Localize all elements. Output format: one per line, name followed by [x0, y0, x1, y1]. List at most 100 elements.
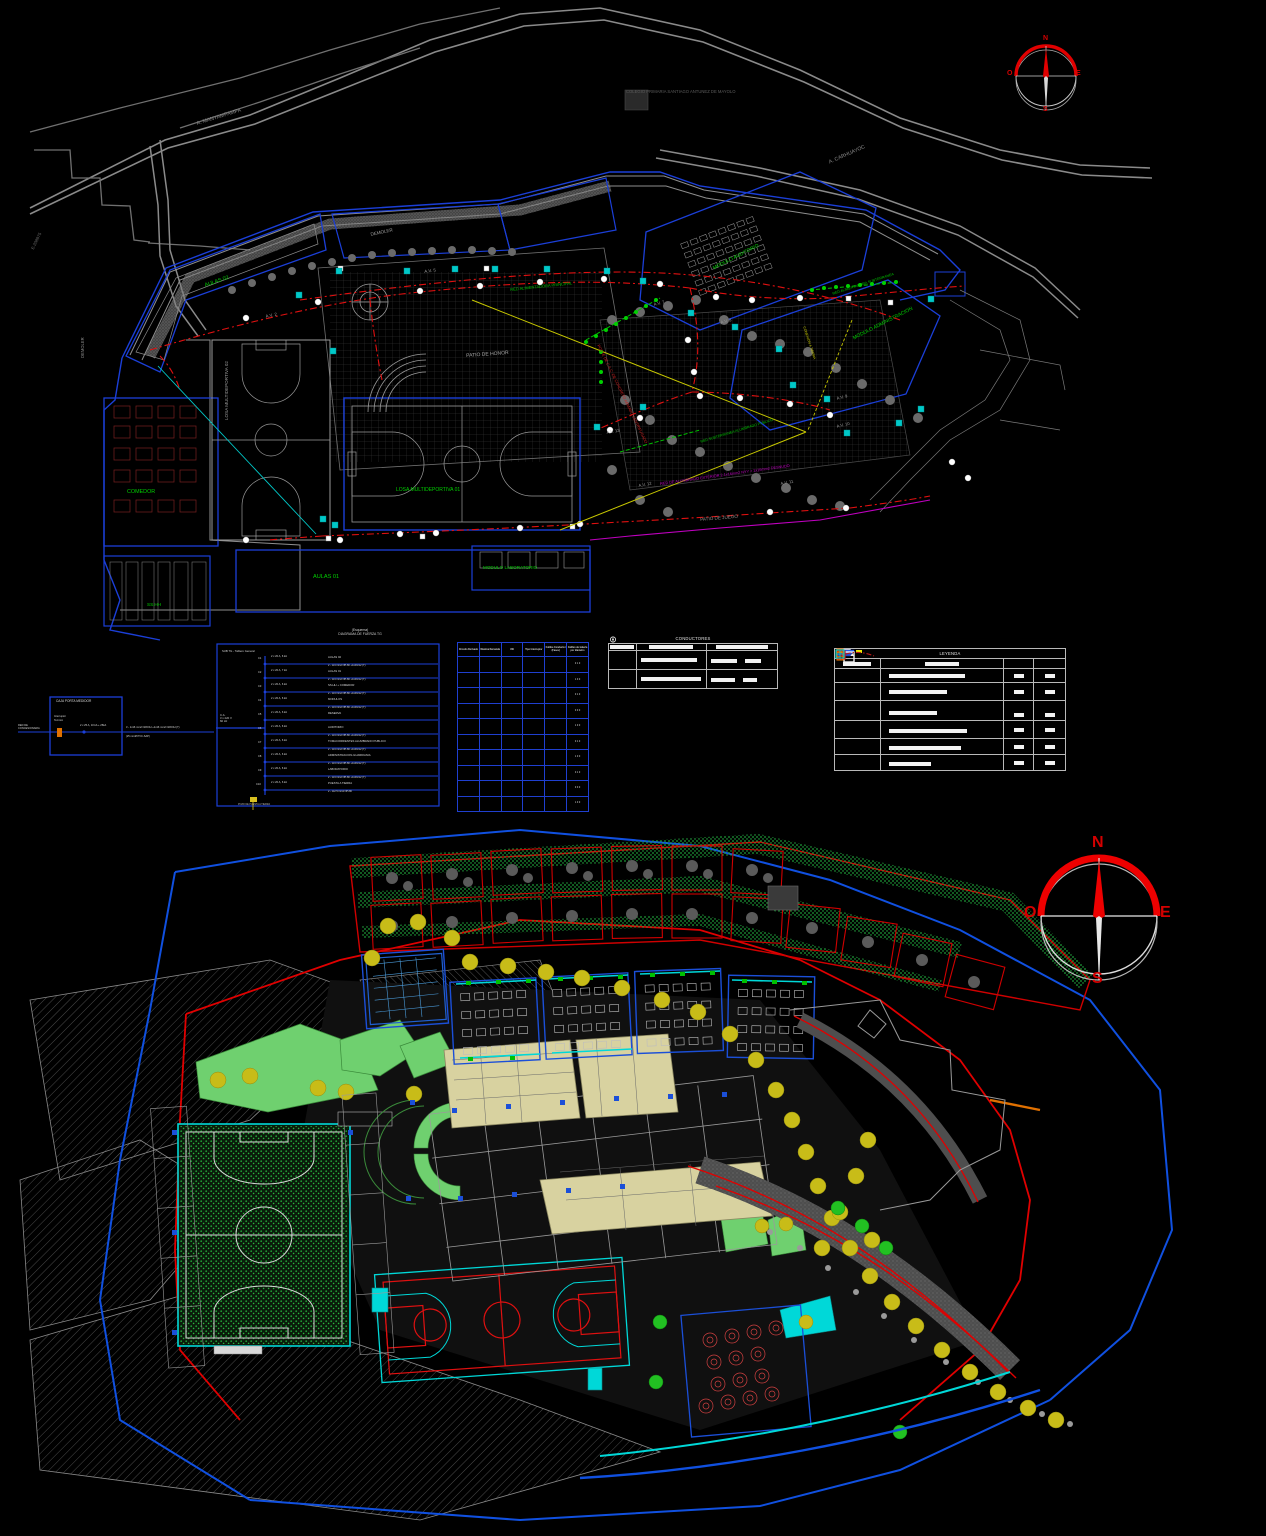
- classroom-modules-bottom: [360, 948, 816, 1065]
- building-modulo-administracion: [729, 279, 941, 431]
- conductor-symbol-2: [610, 636, 616, 643]
- conduit-cyan: [157, 365, 317, 535]
- row-last-2: 1 0 0: [574, 677, 581, 681]
- building-modulo-auditorio: [639, 171, 877, 331]
- col-header-circuito: Circuito Derivado: [458, 648, 478, 651]
- computer-lab-bottom: [365, 952, 447, 1026]
- building-modulo-laboratorio: [471, 545, 591, 591]
- compass-bottom-south: S: [1092, 970, 1103, 987]
- table-row: [834, 649, 1066, 683]
- losa-basketball-bottom: [371, 1256, 631, 1391]
- building-comedor: [103, 397, 219, 547]
- table-row: [834, 648, 1066, 755]
- bottom-site-boundary-blue: [98, 828, 1174, 1522]
- conductores-panel: CONDUCTORES: [608, 636, 779, 689]
- table-row: 1 0 0: [457, 749, 589, 766]
- patio-juego-area: [599, 299, 911, 491]
- pozo-tierra-icon: [835, 649, 845, 659]
- terrain-contours: [29, 7, 1153, 215]
- diagrama-title-line2: DIAGRAMA DE FUERZA TG: [338, 632, 382, 636]
- losa-multideportiva-02: [211, 339, 331, 541]
- table-row: 0 0 0: [457, 780, 589, 797]
- load-demand-table-panel: Circuito Derivado Maxima Demanda kW Tipo…: [457, 641, 589, 812]
- diagrama-fuerza-title: (Esquema) DIAGRAMA DE FUERZA TG: [300, 628, 420, 636]
- alumbrado-exterior-magenta: [589, 499, 931, 541]
- diagrama-fuerza-panel: SUB TG - Tablero General C.A. 3 x 220 V …: [216, 640, 442, 810]
- compass-rose-top: N E S O: [1006, 35, 1086, 116]
- alignment-line-yellow: [471, 299, 807, 531]
- conductores-table: [608, 636, 779, 689]
- row-last-7: 1 0 0: [574, 755, 581, 759]
- compass-bottom-east: E: [1160, 904, 1171, 921]
- load-demand-table: Circuito Derivado Maxima Demanda kW Tipo…: [457, 641, 589, 812]
- building-sshh: [103, 555, 211, 627]
- table-row: [834, 650, 1066, 721]
- orange-marker-bottom: [989, 1098, 1041, 1112]
- row-last-8: 0 1 0: [574, 770, 581, 774]
- pavement-right: [869, 289, 1066, 513]
- patio-honor-area: [317, 247, 641, 471]
- table-row: [608, 636, 779, 689]
- cafeteria-tables-bottom: [698, 1320, 784, 1414]
- compass-bottom-west: O: [1024, 904, 1037, 921]
- building-aulas-01: [235, 549, 591, 613]
- access-road-curve: [687, 1156, 1020, 1380]
- planting-strip-north: [145, 180, 612, 359]
- road-manyampampa: [149, 139, 207, 337]
- leyenda-table: LEYENDA: [834, 648, 1066, 771]
- table-row: 0 1 0: [457, 764, 589, 782]
- row-last-1: 0 1 0: [574, 662, 581, 666]
- bottom-trail: [579, 1371, 1041, 1480]
- compass-rose-bottom: N E S O: [1016, 834, 1182, 1000]
- compass-bottom-north: N: [1092, 834, 1104, 851]
- compass-top-north: N: [1043, 35, 1049, 42]
- table-row: 0 1 0: [457, 687, 589, 704]
- table-row: [834, 651, 1066, 739]
- road-north-curve: [793, 1012, 988, 1204]
- leyenda-header-row: [834, 649, 1066, 669]
- table-row: [834, 650, 1066, 701]
- green-marker-dots: [584, 280, 898, 384]
- table-row: 1 0 0: [457, 671, 589, 689]
- col-header-kw: kW: [510, 648, 514, 651]
- electrical-points-bottom: [172, 1092, 727, 1335]
- compass-top-east: E: [1076, 70, 1081, 77]
- structure-grid-bottom: [150, 1092, 395, 1369]
- campo-deportivo-grass: [177, 1111, 393, 1355]
- grey-outline-lot-right: [789, 999, 1006, 1211]
- table-row: 0 1 0: [457, 733, 589, 751]
- col-header-maxdemanda: Maxima Demanda: [480, 648, 500, 651]
- terrain-contours-2: [29, 7, 501, 251]
- amphitheatre-bottom: [363, 1099, 425, 1205]
- diagrama-title-line1: (Esquema): [351, 628, 369, 632]
- row-last-4: 0 0 0: [574, 708, 581, 712]
- compass-top-west: O: [1007, 70, 1013, 77]
- caja-porta-medidor-panel: CAJA PORTA MEDIDOR Interruptor Termico R…: [18, 692, 214, 768]
- table-row: 1 0 0: [457, 718, 589, 735]
- table-row: 0 1 0: [457, 656, 589, 673]
- cafeteria-block-bottom: [680, 1304, 812, 1438]
- row-last-5: 1 0 0: [574, 724, 581, 728]
- building-guardiania: [934, 271, 966, 297]
- table-row: [608, 636, 779, 670]
- amphitheatre-arcs: [367, 353, 427, 413]
- col-header-tuberia: Calibre de tuberia por diametro: [567, 647, 588, 652]
- row-last-10: 1 0 0: [574, 801, 581, 805]
- table-row: 1 0 0: [457, 795, 589, 812]
- compass-top-south: S: [1043, 106, 1048, 113]
- tank-bottom-plan: [767, 885, 799, 911]
- row-last-9: 0 0 0: [574, 786, 581, 790]
- table-header-row: Circuito Derivado Maxima Demanda kW Tipo…: [457, 641, 589, 658]
- row-last-6: 0 1 0: [574, 739, 581, 743]
- building-demoler-2: [497, 177, 617, 251]
- tomacorriente-symbols-top: [295, 265, 935, 529]
- table-row: 0 0 0: [457, 702, 589, 720]
- row-last-3: 0 1 0: [574, 693, 581, 697]
- col-header-conductor: Calibre Conductor (Fases): [545, 647, 566, 652]
- table-row: [608, 643, 779, 651]
- table-row: [834, 649, 1066, 771]
- col-header-interruptor: Tipo Interruptor: [525, 648, 543, 651]
- road-carhuayoc: [655, 149, 1081, 319]
